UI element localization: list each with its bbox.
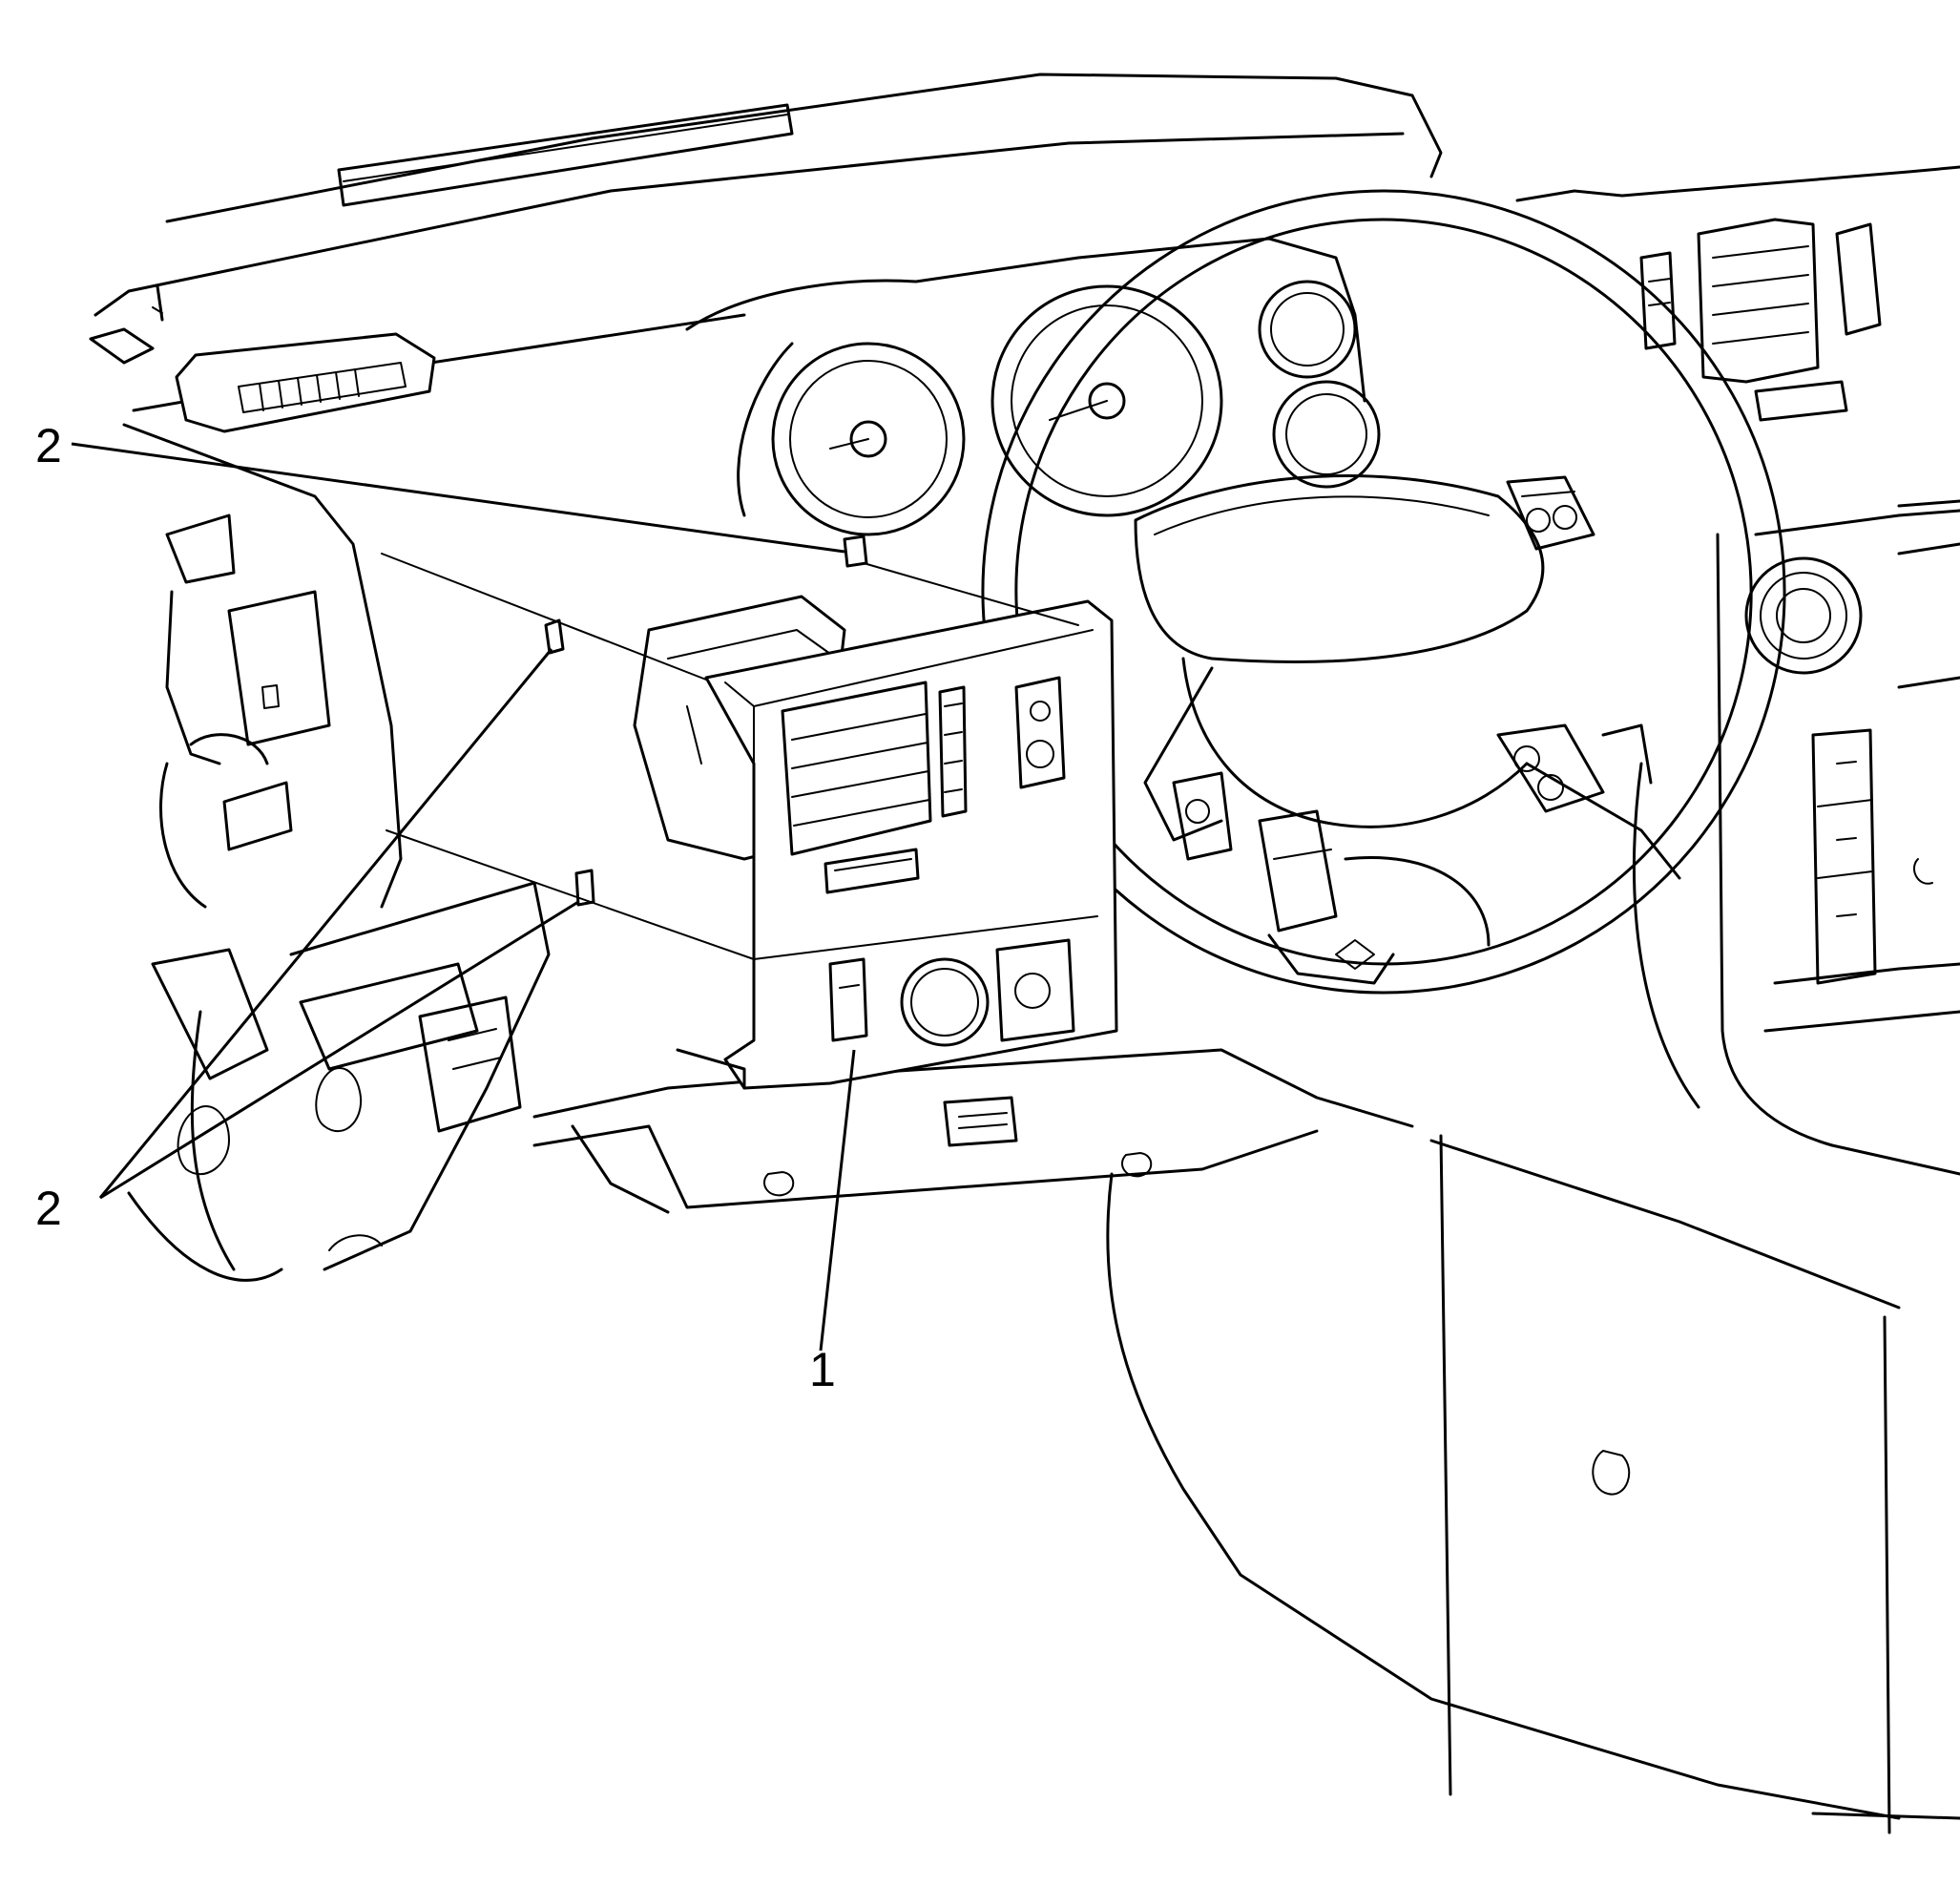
center-stack: [1515, 165, 1960, 1176]
guide-lines: [381, 553, 1079, 960]
left-air-vent: [175, 332, 436, 433]
callout-1: 1: [809, 1343, 836, 1396]
retainer-clips: [544, 534, 868, 907]
lower-dash: [532, 1048, 1960, 1834]
left-end-panel: [122, 423, 551, 1282]
callout-2-bottom: 2: [35, 1182, 62, 1235]
switch-panel-assembly: [633, 595, 1118, 1090]
callout-2-top: 2: [35, 419, 62, 472]
instrument-cluster: [685, 237, 1381, 536]
steering-wheel: [981, 189, 1786, 995]
leader-lines: [71, 442, 856, 1352]
